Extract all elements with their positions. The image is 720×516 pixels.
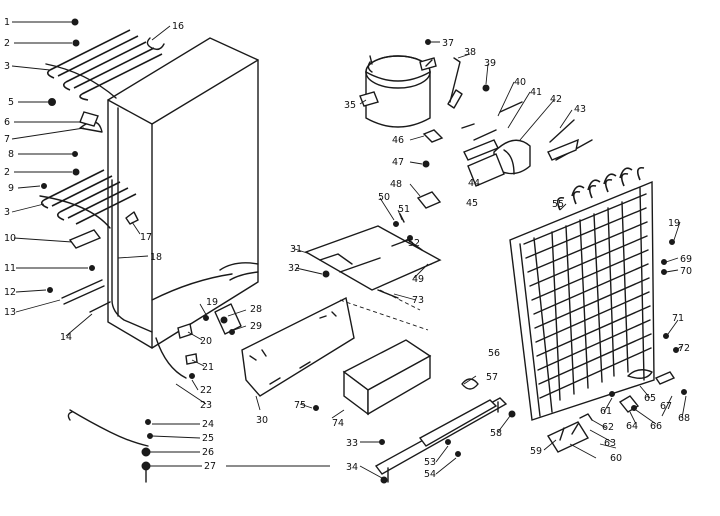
part-label-40: 40 — [514, 77, 526, 88]
part-label-13: 13 — [4, 307, 16, 318]
part-label-35: 35 — [344, 100, 356, 111]
condenser-hardware — [546, 239, 687, 453]
evaporator-coil-lower — [39, 169, 137, 229]
part-label-32: 32 — [288, 263, 300, 274]
condenser-coil — [509, 138, 655, 421]
refrigerator-cabinet — [107, 37, 259, 349]
part-label-25: 25 — [202, 433, 214, 444]
part-label-2: 2 — [4, 38, 10, 49]
part-label-29: 29 — [250, 321, 262, 332]
relay-assembly — [461, 101, 593, 187]
part-label-46: 46 — [392, 135, 404, 146]
part-label-2b: 2 — [4, 167, 10, 178]
part-label-18: 18 — [150, 252, 162, 263]
evaporator-coil-upper — [45, 29, 163, 101]
part-label-22: 22 — [200, 385, 212, 396]
part-label-7: 7 — [4, 134, 10, 145]
part-label-20: 20 — [200, 336, 212, 347]
part-label-53: 53 — [424, 457, 436, 468]
part-label-21: 21 — [202, 362, 214, 373]
part-label-19b: 19 — [668, 218, 680, 229]
part-label-1: 1 — [4, 17, 10, 28]
part-label-63: 63 — [604, 438, 616, 449]
part-label-61: 61 — [600, 406, 612, 417]
part-label-5: 5 — [8, 97, 14, 108]
part-label-3: 3 — [4, 61, 10, 72]
part-label-17: 17 — [140, 232, 152, 243]
part-label-55: 55 — [552, 199, 564, 210]
part-label-49: 49 — [412, 274, 424, 285]
part-label-28: 28 — [250, 304, 262, 315]
machine-compartment-cover — [241, 296, 355, 397]
part-label-60: 60 — [610, 453, 622, 464]
part-label-16: 16 — [172, 21, 184, 32]
part-label-23: 23 — [200, 400, 212, 411]
part-label-72: 72 — [678, 343, 690, 354]
power-cord — [67, 409, 153, 483]
part-label-47: 47 — [392, 157, 404, 168]
part-label-56: 56 — [488, 348, 500, 359]
drain-tube-parts — [155, 303, 242, 379]
part-label-52: 52 — [408, 238, 420, 249]
part-label-51: 51 — [398, 204, 410, 215]
leader-lines — [11, 21, 687, 479]
compressor-base — [304, 225, 442, 299]
part-label-65: 65 — [644, 393, 656, 404]
part-label-44: 44 — [468, 178, 480, 189]
part-label-54: 54 — [424, 469, 436, 480]
compressor — [359, 55, 437, 128]
part-label-37: 37 — [442, 38, 454, 49]
part-label-9: 9 — [8, 183, 14, 194]
part-label-30: 30 — [256, 415, 268, 426]
part-label-24: 24 — [202, 419, 214, 430]
part-label-10: 10 — [4, 233, 16, 244]
part-label-69: 69 — [680, 254, 692, 265]
part-label-33: 33 — [346, 438, 358, 449]
part-label-67: 67 — [660, 401, 672, 412]
part-label-39: 39 — [484, 58, 496, 69]
part-label-34: 34 — [346, 462, 358, 473]
part-label-62: 62 — [602, 422, 614, 433]
compressor-hardware — [393, 39, 490, 265]
part-label-68: 68 — [678, 413, 690, 424]
part-label-66: 66 — [650, 421, 662, 432]
part-label-48: 48 — [390, 179, 402, 190]
part-label-26: 26 — [202, 447, 214, 458]
part-number-labels: 1 2 3 5 6 7 8 2 9 3 10 11 12 13 14 16 17… — [4, 17, 692, 480]
part-label-73: 73 — [412, 295, 424, 306]
left-hardware — [41, 18, 165, 333]
part-label-19: 19 — [206, 297, 218, 308]
part-label-38: 38 — [464, 47, 476, 58]
part-label-42: 42 — [550, 94, 562, 105]
drain-pan — [313, 289, 432, 416]
part-label-6: 6 — [4, 117, 10, 128]
part-label-50: 50 — [378, 192, 390, 203]
part-label-8: 8 — [8, 149, 14, 160]
part-label-57: 57 — [486, 372, 498, 383]
part-label-3b: 3 — [4, 207, 10, 218]
part-label-75: 75 — [294, 400, 306, 411]
part-label-59: 59 — [530, 446, 542, 457]
part-label-12: 12 — [4, 287, 16, 298]
part-label-14: 14 — [60, 332, 72, 343]
part-label-70: 70 — [680, 266, 692, 277]
part-label-11: 11 — [4, 263, 16, 274]
part-label-41: 41 — [530, 87, 542, 98]
part-label-27: 27 — [204, 461, 216, 472]
part-label-71: 71 — [672, 313, 684, 324]
part-label-74: 74 — [332, 418, 344, 429]
part-label-64: 64 — [626, 421, 638, 432]
part-label-58: 58 — [490, 428, 502, 439]
part-label-43: 43 — [574, 104, 586, 115]
part-label-31: 31 — [290, 244, 302, 255]
part-label-45: 45 — [466, 198, 478, 209]
